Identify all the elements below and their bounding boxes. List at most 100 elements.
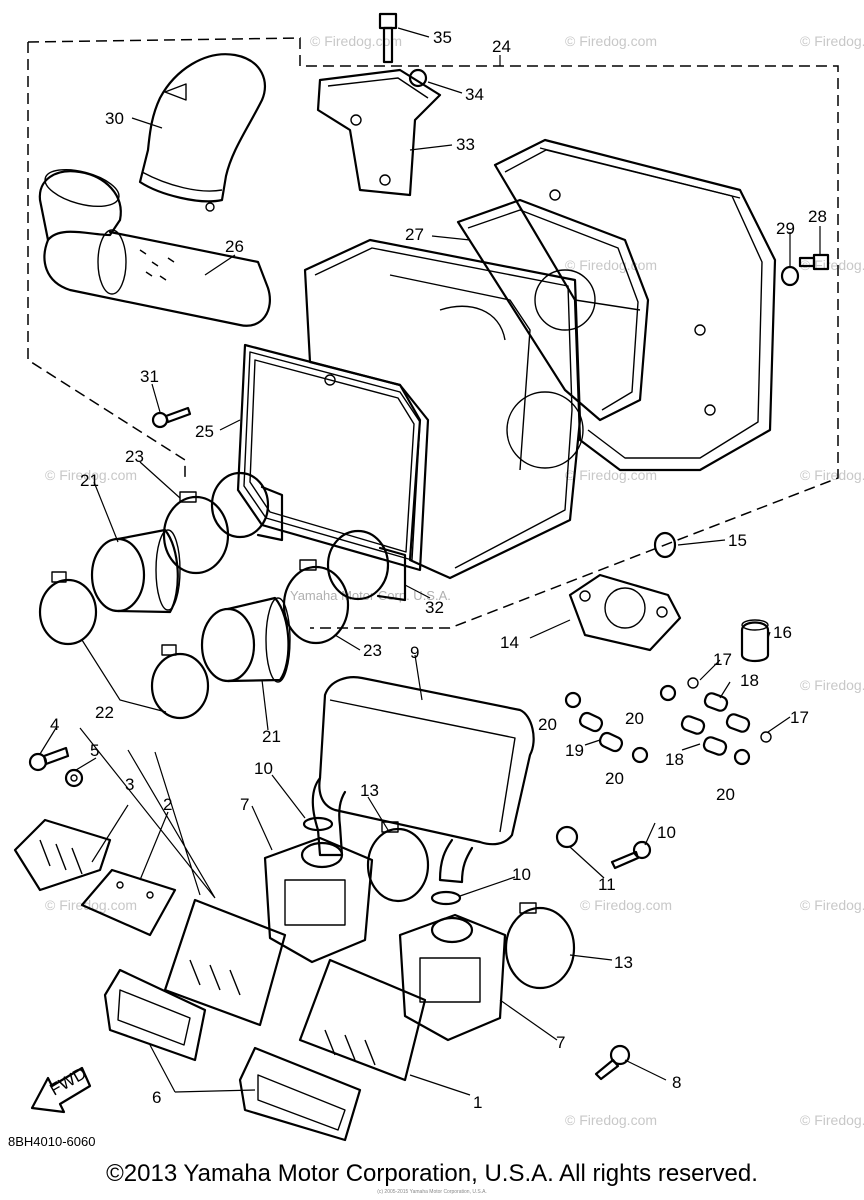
reed-petal-part-2 [80,868,177,937]
watermark-text: © Firedog.com [800,33,864,49]
clamp-part-22 [38,571,210,720]
intake-duct-part-30 [138,53,267,212]
callout-16: 16 [773,623,792,642]
plate-part-14 [568,573,682,652]
callout-11: 10 [657,823,676,842]
callout-31: 31 [140,367,159,386]
nut-part-34 [408,68,428,88]
callout-20c: 20 [605,769,624,788]
clip-part-20 [564,684,751,766]
callout-10: 10 [254,759,273,778]
joint-part-32 [210,471,407,602]
callout-9: 9 [410,643,419,662]
callout-12: 11 [598,875,616,894]
watermark-text: © Firedog.com [800,1112,864,1128]
callout-7: 7 [240,795,249,814]
callout-26: 26 [225,237,244,256]
hose-part-18 [680,692,751,756]
silencer-part-9 [311,676,535,884]
bolt-part-11 [610,840,652,870]
callout-24: 24 [492,37,511,56]
fwd-label: FWD [47,1064,90,1100]
washer-part-5 [64,768,84,788]
callout-27: 27 [405,225,424,244]
callout-33: 33 [456,135,475,154]
callout-6: 6 [152,1088,161,1107]
nut-part-12 [555,825,579,849]
callout-19: 19 [565,741,584,760]
cap-part-15 [653,531,677,559]
callout-13b: 13 [614,953,633,972]
reed-valve-part-3 [13,818,112,892]
callout-20b: 20 [625,709,644,728]
bracket-part-33 [316,68,442,197]
callout-5: 5 [90,741,99,760]
callout-13: 13 [360,781,379,800]
reed-block-part-1 [163,898,427,1082]
callout-21: 21 [80,471,99,490]
callout-34: 34 [465,85,484,104]
leader-lines [39,27,821,1096]
callout-14: 14 [500,633,519,652]
callout-20d: 20 [716,785,735,804]
callout-18: 18 [740,671,759,690]
callout-28: 28 [808,207,827,226]
watermark-text: © Firedog.com [565,257,657,273]
watermark-text: © Firedog.com [800,467,864,483]
washer-part-29 [780,265,800,287]
callout-7b: 7 [556,1033,565,1052]
watermark-text: © Firedog.com [580,897,672,913]
gasket-part-6 [103,968,362,1142]
callout-32: 32 [425,598,444,617]
watermark-text: © Firedog.com [565,33,657,49]
callout-18b: 18 [665,750,684,769]
callout-labels: 35 24 34 33 30 28 29 27 26 31 25 23 21 3… [50,28,827,1112]
callout-22: 22 [95,703,114,722]
copyright-notice: ©2013 Yamaha Motor Corporation, U.S.A. A… [106,1160,758,1187]
forward-direction-arrow: FWD [30,1064,92,1114]
callout-15: 15 [728,531,747,550]
callout-23: 23 [125,447,144,466]
callout-1: 1 [473,1093,482,1112]
bolt-part-28 [798,253,830,271]
callout-10b: 10 [512,865,531,884]
callout-35: 35 [433,28,452,47]
gasket-part-27 [456,198,650,422]
callout-8: 8 [672,1073,681,1092]
manifold-part-7 [263,836,507,1042]
bolt-part-8 [594,1044,631,1081]
callout-25: 25 [195,422,214,441]
callout-29: 29 [776,219,795,238]
watermark-text: © Firedog.com [310,33,402,49]
callout-17b: 17 [790,708,809,727]
boot-part-21 [90,528,291,683]
callout-30: 30 [105,109,124,128]
hose-part-19 [578,711,624,753]
diagram-code: 8BH4010-6060 [8,1134,96,1149]
air-box-body [303,238,584,580]
o-ring-part-10 [302,816,462,906]
fitting-part-16 [740,619,770,663]
bolt-part-31 [151,406,192,429]
clip-part-17 [687,677,772,743]
callout-4: 4 [50,715,59,734]
callout-21b: 21 [262,727,281,746]
callout-20: 20 [538,715,557,734]
screw-part-4 [28,746,70,772]
watermark-text: © Firedog.com [565,1112,657,1128]
callout-17: 17 [713,650,732,669]
air-box-cover [493,138,777,472]
watermark-text: © Firedog.com [45,897,137,913]
watermark-text: © Firedog.com [45,467,137,483]
intake-tube-part-26 [38,168,271,327]
callout-23b: 23 [363,641,382,660]
watermark-layer: © Firedog.com © Firedog.com © Firedog.co… [45,33,864,1128]
assembly-boundary-line [27,37,839,629]
watermark-text: © Firedog.com [800,897,864,913]
fine-print: (c) 2005-2015 Yamaha Motor Corporation, … [377,1189,487,1195]
clamp-part-13 [366,821,576,990]
callout-2: 2 [163,795,172,814]
callout-3: 3 [125,775,134,794]
bolt-part-35 [378,12,398,64]
